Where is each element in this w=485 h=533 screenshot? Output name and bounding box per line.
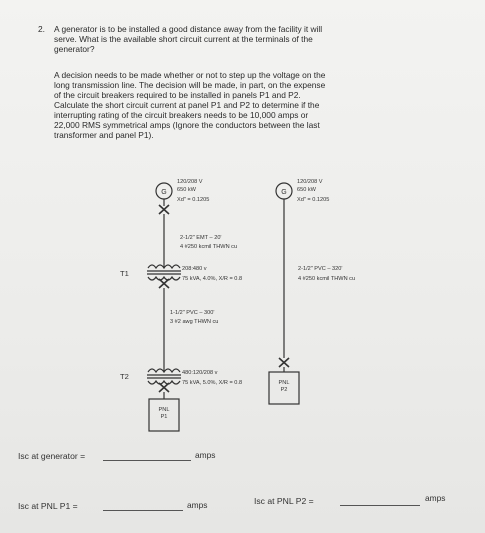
- gen-right-reactance: Xd" = 0.1205: [297, 197, 330, 203]
- t1-rating: 75 kVA, 4.0%, X/R = 0.8: [182, 276, 243, 282]
- question-body-line: interrupting rating of the circuit break…: [54, 110, 309, 120]
- breaker-right-x2: [278, 357, 290, 368]
- gen-right-power: 650 kW: [297, 187, 316, 193]
- question-intro-line: generator?: [54, 44, 95, 54]
- question-body-line: long transmission line. The decision wil…: [54, 80, 326, 90]
- generator-right-symbol: G: [281, 189, 286, 196]
- conductor-left-1-size: 2-1/2" EMT – 20': [180, 235, 222, 241]
- isc-p1-label: Isc at PNL P1 =: [18, 501, 78, 511]
- question-body-line: 22,000 RMS symmetrical amps (Ignore the …: [54, 120, 320, 130]
- question-intro-line: serve. What is the available short circu…: [54, 34, 313, 44]
- generator-left-symbol: G: [161, 189, 166, 196]
- panel-p2-label: PNL P2: [269, 380, 299, 394]
- t1-secondary-coil: [147, 275, 181, 281]
- gen-left-voltage: 120/208 V: [177, 179, 203, 185]
- t1-primary-coil: [147, 264, 181, 270]
- question-intro-line: A generator is to be installed a good di…: [54, 24, 323, 34]
- gen-left-reactance: Xd" = 0.1205: [177, 197, 210, 203]
- panel-p2-box: [268, 371, 300, 405]
- isc-generator-label: Isc at generator =: [18, 451, 86, 461]
- gen-left-power: 650 kW: [177, 187, 196, 193]
- conductor-left-2-size: 1-1/2" PVC – 300': [170, 310, 215, 316]
- question-body-line: A decision needs to be made whether or n…: [54, 70, 326, 80]
- isc-p2-label: Isc at PNL P2 =: [254, 496, 314, 506]
- panel-p1-line2: P1: [160, 414, 168, 420]
- question-body-line: of the circuit breakers required to be i…: [54, 90, 301, 100]
- t2-primary-coil: [147, 368, 181, 374]
- question-body-line: transformer and panel P1).: [54, 130, 154, 140]
- t2-voltage: 480:120/208 v: [182, 370, 218, 376]
- breaker-t1-x2: [158, 278, 170, 289]
- gen-right-voltage: 120/208 V: [297, 179, 323, 185]
- t2-rating: 75 kVA, 5.0%, X/R = 0.8: [182, 380, 243, 386]
- panel-p2-line1: PNL: [278, 380, 290, 386]
- isc-p1-units: amps: [187, 500, 208, 510]
- isc-p2-blank[interactable]: [340, 505, 420, 506]
- panel-p1-box: [148, 398, 180, 432]
- question-intro: A generator is to be installed a good di…: [54, 24, 404, 54]
- isc-generator-units: amps: [195, 450, 216, 460]
- breaker-left-x2: [158, 204, 170, 215]
- breaker-t2-x2: [158, 382, 170, 393]
- isc-p1-blank[interactable]: [103, 510, 183, 511]
- panel-p1-label: PNL P1: [149, 407, 179, 421]
- question-body: A decision needs to be made whether or n…: [54, 70, 406, 140]
- t1-voltage: 208:480 v: [182, 266, 207, 272]
- panel-p2-line2: P2: [280, 387, 288, 393]
- conductor-right-wire: 4 #250 kcmil THWN cu: [298, 276, 356, 282]
- t1-label: T1: [120, 269, 129, 278]
- conductor-left-2-wire: 3 #2 awg THWN cu: [170, 319, 219, 325]
- conductor-left-1-wire: 4 #250 kcmil THWN cu: [180, 244, 238, 250]
- conductor-right-size: 2-1/2" PVC – 320': [298, 266, 343, 272]
- panel-p1-line1: PNL: [158, 407, 170, 413]
- t2-secondary-coil: [147, 379, 181, 385]
- isc-generator-blank[interactable]: [103, 460, 191, 461]
- t2-label: T2: [120, 372, 129, 381]
- question-body-line: Calculate the short circuit current at p…: [54, 100, 320, 110]
- isc-p2-units: amps: [425, 493, 446, 503]
- question-number: 2.: [38, 24, 45, 34]
